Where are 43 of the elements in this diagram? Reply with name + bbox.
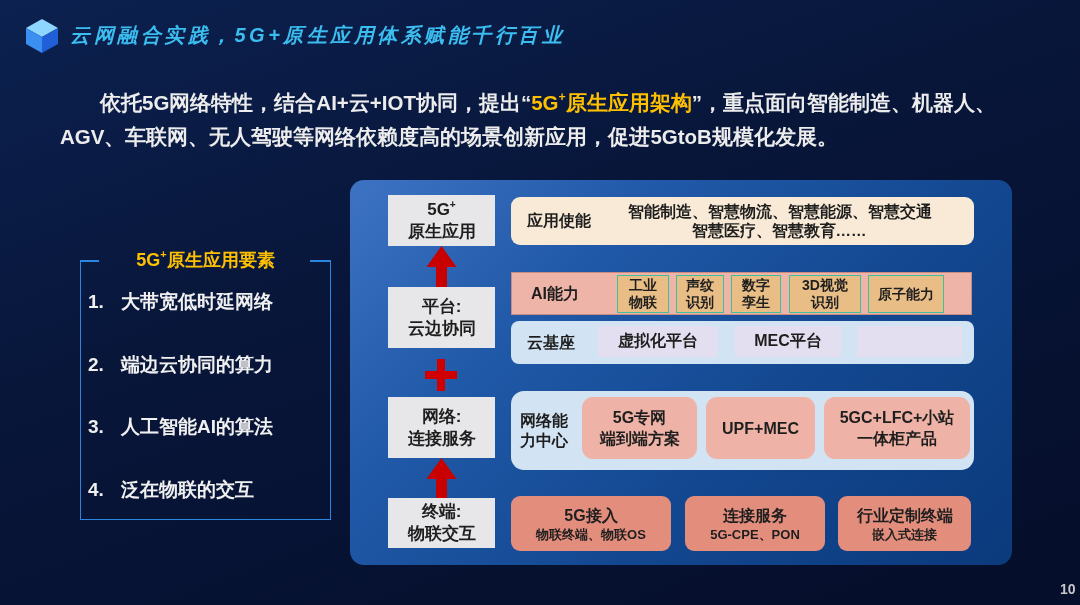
terminal-box <box>838 496 971 551</box>
capability-band <box>511 272 972 315</box>
box-title: 连接服务 <box>723 505 787 526</box>
band-label: 网络能力中心 <box>520 410 568 451</box>
box-subtitle: 物联终端、物联OS <box>536 525 646 543</box>
band-label: 云基座 <box>527 332 575 353</box>
solution-box: UPF+MEC <box>706 397 815 459</box>
intro-paragraph: 依托5G网络特性，结合AI+云+IOT协同，提出“5G$^{+}$原生应用架构”，重点面向智能制造、机器人、AGV、车联网、无人驾驶等网络依赖度高的场景创新应用，促进5GtoB规模化发展。 <box>60 89 997 150</box>
capability-box: 3D视觉识别 <box>789 275 861 313</box>
capability-box: 数字孪生 <box>731 275 781 313</box>
list-item: 1. 大带宽低时延网络 <box>88 290 274 314</box>
list-item: 2. 端边云协同的算力 <box>88 353 274 377</box>
capability-box: 原子能力 <box>868 275 944 313</box>
solution-box: 5G专网端到端方案 <box>582 397 697 459</box>
box-subtitle: 5G-CPE、PON <box>710 525 800 543</box>
terminal-box <box>685 496 825 551</box>
arrow <box>426 246 457 287</box>
network-band <box>511 391 974 470</box>
scenario-text: 智能制造、智慧物流、智慧能源、智慧交通智慧医疗、智慧教育…… <box>628 202 930 240</box>
solution-box: 5GC+LFC+小站一体柜产品 <box>824 397 970 459</box>
architecture-panel <box>350 180 1012 565</box>
capability-box: 声纹识别 <box>676 275 724 313</box>
platform-box: 虚拟化平台 <box>598 326 717 357</box>
slide-title: 云网融合实践，5G+原生应用体系赋能千行百业 <box>70 23 566 48</box>
band-label: 应用使能 <box>527 211 591 231</box>
list-item: 4. 泛在物联的交互 <box>88 478 255 502</box>
capability-box: 工业物联 <box>617 275 669 313</box>
frame-heading: 5G$^{+}$原生应用要素 <box>136 247 275 272</box>
layer-box: 平台:云边协同 <box>388 287 495 348</box>
platform-band <box>511 321 974 364</box>
box-title: 行业定制终端 <box>856 505 953 526</box>
layer-box: 5G$^{+}$原生应用 <box>388 195 495 246</box>
layer-box: 终端:物联交互 <box>388 498 495 548</box>
band-label: AI能力 <box>531 283 579 304</box>
box-subtitle: 嵌入式连接 <box>872 525 937 543</box>
application-band <box>511 197 974 245</box>
layer-box: 网络:连接服务 <box>388 397 495 458</box>
platform-box: MEC平台 <box>735 326 841 357</box>
list-item: 3. 人工智能AI的算法 <box>88 415 274 439</box>
arrow <box>426 458 457 498</box>
box-title: 5G接入 <box>564 505 618 526</box>
page-number: 10 <box>1060 580 1076 598</box>
terminal-box <box>511 496 671 551</box>
